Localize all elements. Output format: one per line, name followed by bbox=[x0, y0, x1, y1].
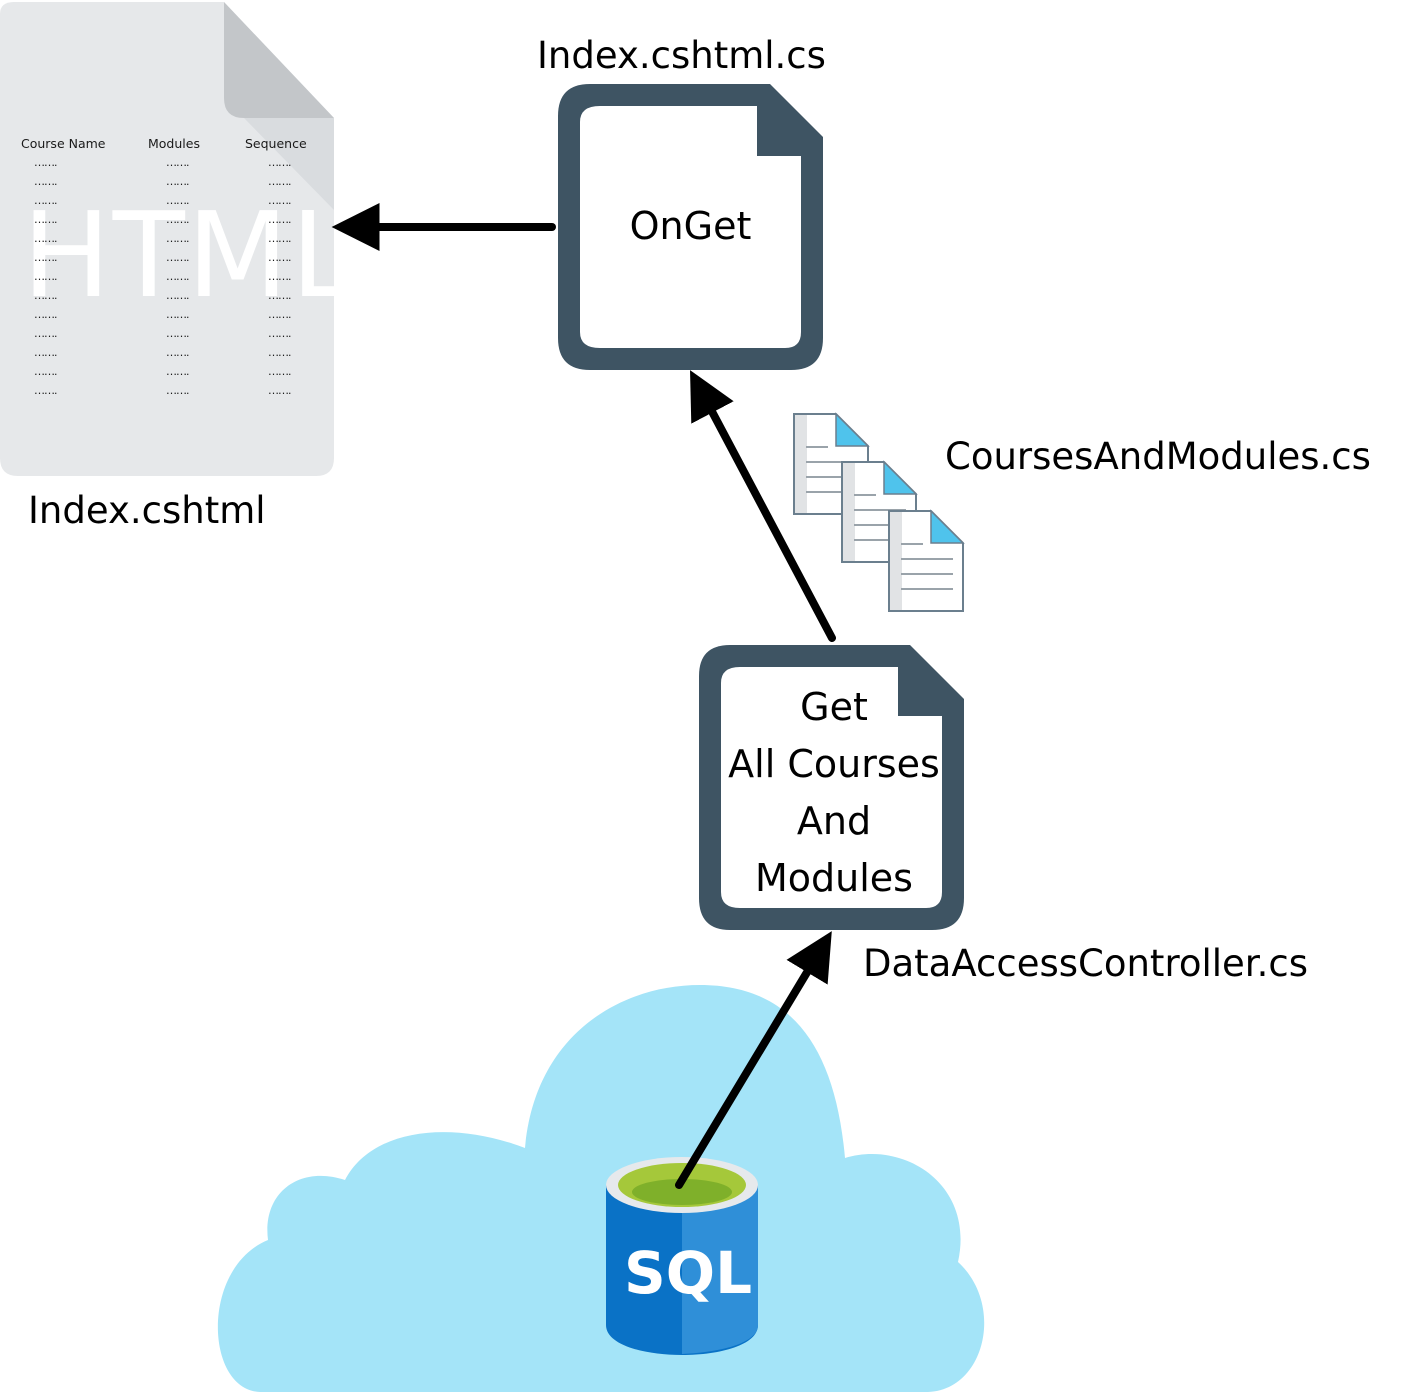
placeholder-cell: ……. bbox=[34, 308, 57, 321]
arrow-db-to-controller bbox=[675, 931, 832, 1189]
placeholder-cell: ……. bbox=[34, 384, 57, 397]
controller-method-line-1: Get bbox=[800, 685, 868, 729]
placeholder-cell: ……. bbox=[34, 327, 57, 340]
controller-file-label: DataAccessController.cs bbox=[863, 942, 1308, 985]
placeholder-cell: ……. bbox=[34, 194, 57, 207]
placeholder-cell: ……. bbox=[268, 289, 291, 302]
placeholder-cell: ……. bbox=[34, 270, 57, 283]
code-file-icon bbox=[699, 645, 964, 930]
placeholder-cell: ……. bbox=[34, 346, 57, 359]
placeholder-cell: ……. bbox=[268, 213, 291, 226]
controller-method-line-2: All Courses bbox=[728, 742, 940, 786]
column-header-course-name: Course Name bbox=[21, 136, 106, 151]
placeholder-cell: ……. bbox=[166, 213, 189, 226]
placeholder-cell: ……. bbox=[166, 289, 189, 302]
placeholder-cell: ……. bbox=[34, 232, 57, 245]
placeholder-cell: ……. bbox=[34, 365, 57, 378]
column-header-sequence: Sequence bbox=[245, 136, 307, 151]
placeholder-cell: ……. bbox=[268, 194, 291, 207]
placeholder-cell: ……. bbox=[166, 270, 189, 283]
page-model-file-label: Index.cshtml.cs bbox=[537, 34, 826, 77]
placeholder-cell: ……. bbox=[268, 327, 291, 340]
placeholder-cell: ……. bbox=[268, 384, 291, 397]
code-file-icon bbox=[558, 84, 823, 370]
sql-database-icon bbox=[606, 1157, 758, 1355]
placeholder-cell: ……. bbox=[166, 384, 189, 397]
placeholder-cell: ……. bbox=[34, 251, 57, 264]
sql-label: SQL bbox=[624, 1239, 753, 1307]
html-file-label: Index.cshtml bbox=[28, 489, 266, 532]
stacked-documents-icon bbox=[793, 412, 965, 612]
placeholder-cell: ……. bbox=[268, 251, 291, 264]
placeholder-cell: ……. bbox=[34, 213, 57, 226]
placeholder-cell: ……. bbox=[34, 289, 57, 302]
placeholder-cell: ……. bbox=[166, 251, 189, 264]
html-document-icon bbox=[0, 2, 334, 476]
placeholder-cell: ……. bbox=[166, 346, 189, 359]
controller-method-label: Get All Courses And Modules bbox=[721, 688, 947, 916]
column-header-modules: Modules bbox=[148, 136, 200, 151]
placeholder-cell: ……. bbox=[166, 156, 189, 169]
page-model-method-label: OnGet bbox=[629, 204, 752, 248]
placeholder-cell: ……. bbox=[34, 156, 57, 169]
model-class-file-label: CoursesAndModules.cs bbox=[945, 435, 1371, 478]
placeholder-cell: ……. bbox=[166, 194, 189, 207]
placeholder-cell: ……. bbox=[268, 365, 291, 378]
placeholder-cell: ……. bbox=[268, 270, 291, 283]
placeholder-cell: ……. bbox=[268, 156, 291, 169]
placeholder-cell: ……. bbox=[268, 232, 291, 245]
placeholder-cell: ……. bbox=[268, 346, 291, 359]
cloud-icon bbox=[217, 985, 985, 1392]
placeholder-cell: ……. bbox=[166, 232, 189, 245]
arrow-controller-to-page-model bbox=[690, 370, 836, 642]
placeholder-cell: ……. bbox=[166, 327, 189, 340]
placeholder-cell: ……. bbox=[268, 175, 291, 188]
placeholder-cell: ……. bbox=[34, 175, 57, 188]
controller-method-line-3: And bbox=[796, 799, 872, 843]
controller-method-line-4: Modules bbox=[755, 856, 913, 900]
placeholder-cell: ……. bbox=[166, 365, 189, 378]
placeholder-cell: ……. bbox=[166, 175, 189, 188]
html-watermark-text: HTML bbox=[22, 186, 359, 324]
placeholder-cell: ……. bbox=[268, 308, 291, 321]
placeholder-cell: ……. bbox=[166, 308, 189, 321]
